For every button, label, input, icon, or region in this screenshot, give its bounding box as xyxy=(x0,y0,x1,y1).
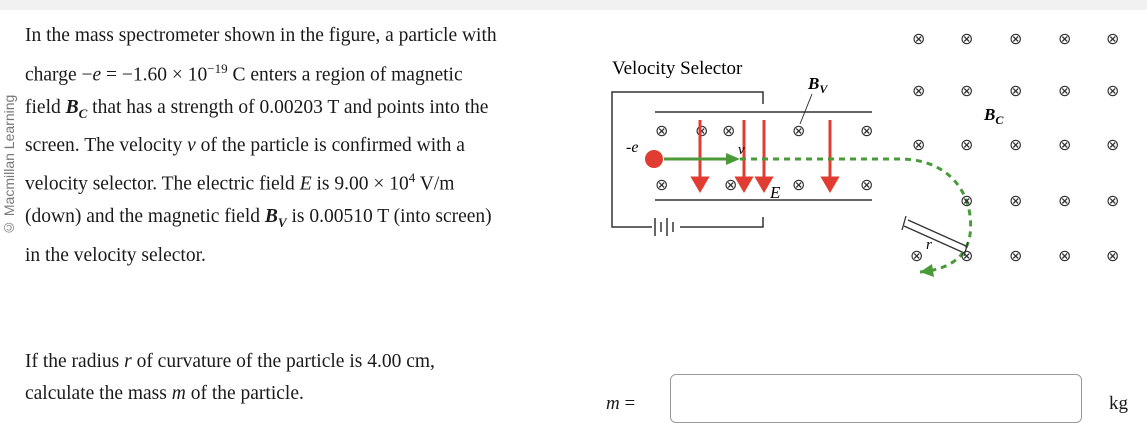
text-run: velocity selector. The electric field xyxy=(25,173,300,195)
into-page-icon: ⊗ xyxy=(1058,246,1071,265)
charge-symbol: e xyxy=(92,64,102,85)
into-page-icon: ⊗ xyxy=(1009,135,1022,154)
into-page-icon: ⊗ xyxy=(695,121,708,140)
into-page-icon: ⊗ xyxy=(960,29,973,48)
problem-line-1: In the mass spectrometer shown in the fi… xyxy=(25,20,555,53)
into-page-icon: ⊗ xyxy=(1058,135,1071,154)
text-run: C enters a region of magnetic xyxy=(227,64,463,85)
text-run: is 9.00 × 10 xyxy=(311,173,409,195)
circuit-wire xyxy=(611,91,764,228)
r-symbol: r xyxy=(124,351,132,372)
problem-line-3: field BC that has a strength of 0.00203 … xyxy=(25,92,555,130)
vector-v: v xyxy=(187,134,196,156)
unit-label: kg xyxy=(1109,393,1128,414)
into-page-icon: ⊗ xyxy=(722,121,735,140)
text-run: charge − xyxy=(25,64,93,85)
into-page-icon: ⊗ xyxy=(912,29,925,48)
battery-icon xyxy=(654,218,674,236)
into-page-icon: ⊗ xyxy=(960,135,973,154)
into-page-icon: ⊗ xyxy=(860,121,873,140)
problem-line-5: velocity selector. The electric field E … xyxy=(25,162,555,201)
problem-line-4: screen. The velocity v of the particle i… xyxy=(25,130,555,163)
figure-svg: Velocity Selector ⊗ ⊗ ⊗ ⊗ ⊗ ⊗ ⊗ ⊗ ⊗ xyxy=(611,29,1119,277)
into-page-icon: ⊗ xyxy=(1106,191,1119,210)
into-page-icon: ⊗ xyxy=(1058,29,1071,48)
E-label: E xyxy=(769,183,781,202)
answer-label: m = xyxy=(606,393,636,414)
into-page-icon: ⊗ xyxy=(910,246,923,265)
into-page-icon: ⊗ xyxy=(655,121,668,140)
into-page-icon: ⊗ xyxy=(912,81,925,100)
into-page-icon: ⊗ xyxy=(1106,81,1119,100)
into-page-icon: ⊗ xyxy=(1106,135,1119,154)
mass-answer-input[interactable] xyxy=(670,374,1082,423)
into-page-icon: ⊗ xyxy=(960,191,973,210)
into-page-icon: ⊗ xyxy=(1058,191,1071,210)
text-run: = −1.60 × 10 xyxy=(101,64,208,85)
selector-field-symbols: ⊗ ⊗ ⊗ ⊗ ⊗ ⊗ ⊗ ⊗ ⊗ xyxy=(655,121,873,194)
radius-indicator xyxy=(901,215,969,257)
text-run: that has a strength of 0.00203 T and poi… xyxy=(87,96,489,118)
electric-field-arrows xyxy=(690,120,840,193)
copyright-watermark: © Macmillan Learning xyxy=(1,94,17,236)
into-page-icon: ⊗ xyxy=(1009,29,1022,48)
exponent: 4 xyxy=(408,170,416,186)
question-text: If the radius r of curvature of the part… xyxy=(25,346,545,410)
into-page-icon: ⊗ xyxy=(960,246,973,265)
text-run: screen. The velocity xyxy=(25,134,188,156)
charge-label: -e xyxy=(626,139,638,156)
v-label: v xyxy=(738,142,745,158)
into-page-icon: ⊗ xyxy=(1009,246,1022,265)
into-page-icon: ⊗ xyxy=(912,135,925,154)
text-run: is 0.00510 T (into screen) xyxy=(286,206,492,228)
into-page-icon: ⊗ xyxy=(860,175,873,194)
into-page-icon: ⊗ xyxy=(1009,191,1022,210)
vector-Bv: BV xyxy=(264,206,287,231)
into-page-icon: ⊗ xyxy=(655,175,668,194)
vector-Bc: BC xyxy=(65,96,88,121)
problem-line-7: in the velocity selector. xyxy=(25,240,555,273)
into-page-icon: ⊗ xyxy=(1009,81,1022,100)
text-run: field xyxy=(25,96,66,118)
Bc-label: BC xyxy=(983,105,1004,127)
Bv-label: BV xyxy=(807,74,828,96)
top-bar xyxy=(0,0,1147,10)
problem-line-2: charge −e = −1.60 × 10−19 C enters a reg… xyxy=(25,53,555,92)
into-page-icon: ⊗ xyxy=(792,121,805,140)
text-run: V/m xyxy=(415,173,455,195)
velocity-arrowhead xyxy=(726,153,740,165)
r-label: r xyxy=(926,237,932,253)
Bv-pointer xyxy=(799,93,813,125)
problem-line-6: (down) and the magnetic field BV is 0.00… xyxy=(25,201,555,239)
vector-E: E xyxy=(299,173,312,195)
problem-text: In the mass spectrometer shown in the fi… xyxy=(25,20,555,272)
into-page-icon: ⊗ xyxy=(724,175,737,194)
m-symbol: m xyxy=(171,383,186,404)
into-page-icon: ⊗ xyxy=(1058,81,1071,100)
question-line-1: If the radius r of curvature of the part… xyxy=(25,351,435,372)
problem-line-1-text: In the mass spectrometer shown in the fi… xyxy=(25,25,497,46)
particle xyxy=(645,150,663,168)
text-run: (down) and the magnetic field xyxy=(25,206,265,228)
into-page-icon: ⊗ xyxy=(1106,246,1119,265)
mass-spectrometer-figure: Velocity Selector ⊗ ⊗ ⊗ ⊗ ⊗ ⊗ ⊗ ⊗ ⊗ xyxy=(600,20,1147,290)
exponent: −19 xyxy=(207,60,228,76)
path-arrowhead xyxy=(920,264,934,277)
figure-title: Velocity Selector xyxy=(612,58,743,79)
Bc-field-symbols: ⊗ ⊗ ⊗ ⊗ ⊗ ⊗ ⊗ ⊗ ⊗ ⊗ ⊗ ⊗ ⊗ ⊗ ⊗ ⊗ ⊗ ⊗ ⊗ ⊗ … xyxy=(910,29,1119,265)
particle-path xyxy=(740,157,973,274)
into-page-icon: ⊗ xyxy=(1106,29,1119,48)
into-page-icon: ⊗ xyxy=(960,81,973,100)
text-run: of the particle is confirmed with a xyxy=(195,134,465,156)
text-run: in the velocity selector. xyxy=(25,244,206,266)
into-page-icon: ⊗ xyxy=(792,175,805,194)
question-line-2: calculate the mass m of the particle. xyxy=(25,383,304,404)
